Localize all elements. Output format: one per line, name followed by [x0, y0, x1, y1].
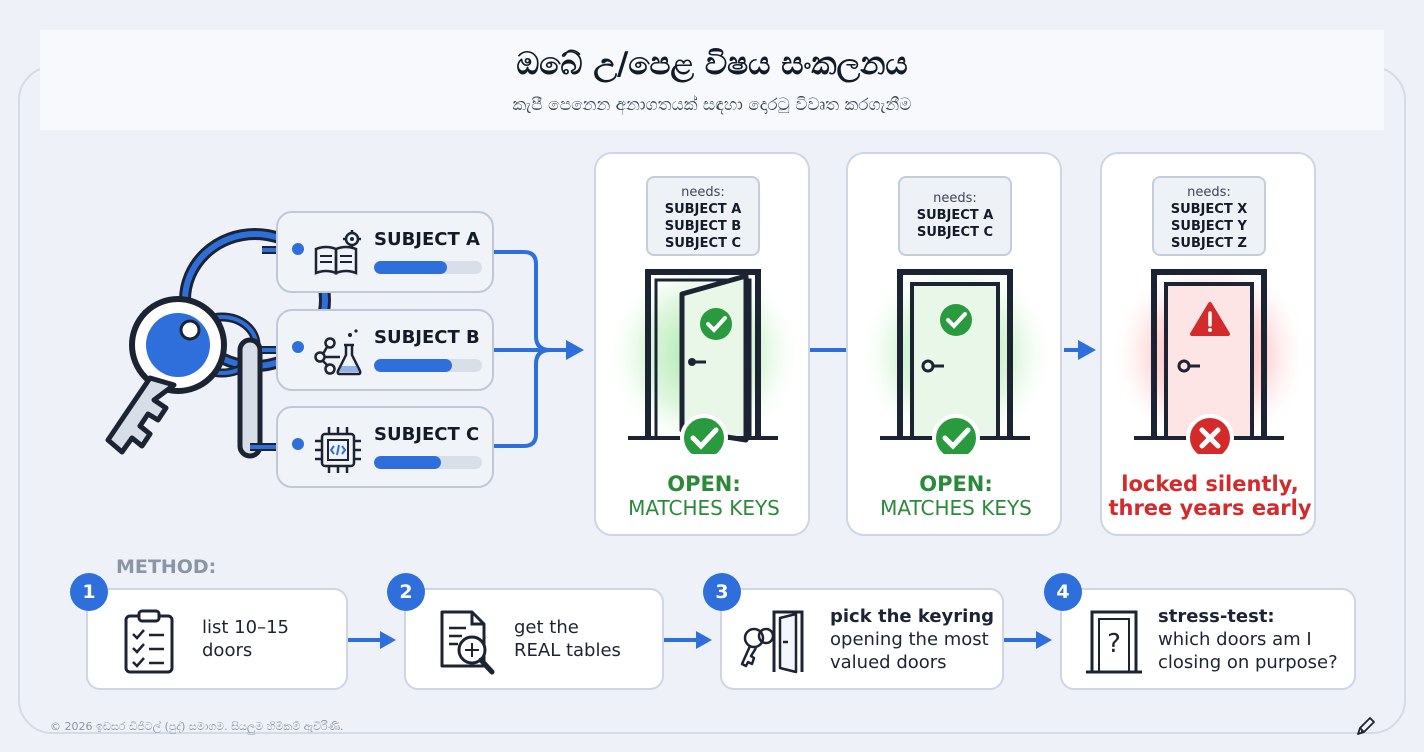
subject-progress-bar: [374, 359, 482, 372]
needs-item: SUBJECT X: [1170, 202, 1248, 217]
key-door-icon: [740, 610, 804, 674]
door-status: OPEN: MATCHES KEYS: [596, 472, 808, 520]
method-step-3: pick the keyring opening the most valued…: [720, 588, 1004, 690]
door-status-line1: OPEN:: [667, 472, 741, 496]
needs-item: SUBJECT Y: [1171, 219, 1247, 234]
step-number-3: 3: [703, 573, 741, 611]
step-number-2: 2: [387, 573, 425, 611]
panel-arrow-2: [1064, 340, 1096, 360]
molecule-flask-icon: [314, 329, 362, 376]
door-check-icon: [856, 254, 1056, 454]
subject-tag-c: SUBJECT C: [276, 406, 494, 488]
locked-door-icon: [1110, 254, 1310, 454]
needs-item: SUBJECT B: [664, 219, 742, 234]
method-arrow-2: [664, 631, 712, 649]
method-step-heading: stress-test:: [1158, 605, 1275, 627]
checklist-icon: [124, 609, 174, 674]
method-step-4: ? stress-test: which doors am I closing …: [1060, 588, 1356, 690]
door-status-line2: MATCHES KEYS: [880, 496, 1032, 520]
subject-tag-label: SUBJECT A: [374, 229, 480, 250]
step-number-1: 1: [70, 573, 108, 611]
subject-tag-label: SUBJECT B: [374, 327, 480, 348]
merge-arrow: [494, 250, 584, 448]
method-step-2: get the REAL tables: [404, 588, 664, 690]
door-status: OPEN: MATCHES KEYS: [848, 472, 1060, 520]
subject-progress-bar: [374, 456, 482, 469]
method-step-line: opening the most: [830, 628, 989, 650]
subject-progress-bar: [374, 261, 482, 274]
needs-heading: needs:: [1187, 185, 1231, 200]
door-panel-3: needs: SUBJECT X SUBJECT Y SUBJECT Z loc…: [1100, 152, 1316, 536]
method-step-text: list 10–15 doors: [202, 590, 289, 688]
needs-item: SUBJECT C: [664, 236, 742, 251]
needs-item: SUBJECT C: [916, 225, 994, 240]
method-step-line: get the: [514, 617, 579, 638]
door-status-line2: MATCHES KEYS: [628, 496, 780, 520]
door-status-line2: three years early: [1108, 496, 1312, 520]
door-panel-1: needs: SUBJECT A SUBJECT B SUBJECT C OPE…: [594, 152, 810, 536]
needs-item: SUBJECT Z: [1171, 236, 1247, 251]
method-arrow-1: [348, 631, 396, 649]
method-step-line: valued doors: [830, 651, 947, 673]
method-step-line: REAL tables: [514, 640, 621, 661]
subject-tag-label: SUBJECT C: [374, 424, 480, 445]
book-gear-icon: [314, 230, 361, 275]
needs-card: needs: SUBJECT A SUBJECT B SUBJECT C: [646, 176, 760, 256]
subject-progress-fill: [374, 359, 452, 372]
subject-tag-a: SUBJECT A: [276, 211, 494, 293]
method-step-line: list 10–15: [202, 617, 289, 638]
tag-hole: [292, 341, 304, 353]
document-magnifier-icon: [440, 610, 495, 675]
method-step-text: stress-test: which doors am I closing on…: [1158, 590, 1338, 688]
method-arrow-3: [1004, 631, 1052, 649]
pen-icon: [1357, 717, 1375, 735]
open-door-icon: [604, 254, 804, 454]
subject-progress-fill: [374, 261, 448, 274]
method-step-line: which doors am I: [1158, 628, 1312, 650]
method-step-text: pick the keyring opening the most valued…: [830, 590, 994, 688]
needs-heading: needs:: [933, 191, 977, 206]
needs-item: SUBJECT A: [916, 208, 994, 223]
method-step-heading: pick the keyring: [830, 605, 995, 627]
method-label: METHOD:: [116, 556, 217, 578]
chip-code-icon: [315, 427, 361, 473]
tag-hole: [292, 243, 304, 255]
step-number-4: 4: [1044, 573, 1082, 611]
door-panel-2: needs: SUBJECT A SUBJECT C OPEN: MATCHES…: [846, 152, 1062, 536]
method-step-text: get the REAL tables: [514, 590, 621, 688]
method-step-1: list 10–15 doors: [86, 588, 348, 690]
key-icon: [105, 296, 227, 455]
header-band: [40, 30, 1384, 130]
method-step-line: closing on purpose?: [1158, 651, 1338, 673]
door-status-line1: locked silently,: [1121, 472, 1299, 496]
page-title: ඔබේ උ/පෙළ විෂය සංකලනය: [516, 46, 908, 82]
needs-card: needs: SUBJECT X SUBJECT Y SUBJECT Z: [1152, 176, 1266, 256]
subject-progress-fill: [374, 456, 441, 469]
svg-text:?: ?: [1107, 629, 1121, 659]
subject-tag-b: SUBJECT B: [276, 309, 494, 391]
door-status-line1: OPEN:: [919, 472, 993, 496]
tag-hole: [292, 438, 304, 450]
door-status: locked silently, three years early: [1102, 472, 1314, 520]
method-step-line: doors: [202, 640, 253, 661]
copyright-footer: © 2026 ඉඩසර ඩිජිටල් (පුද්) සමාගම. සියලුම…: [50, 720, 344, 733]
needs-card: needs: SUBJECT A SUBJECT C: [898, 176, 1012, 256]
question-door-icon: ?: [1086, 610, 1142, 674]
needs-item: SUBJECT A: [664, 202, 742, 217]
page-subtitle: කැපී පෙනෙන අනාගතයක් සඳහා දොරටු විවෘත කරග…: [512, 95, 912, 115]
needs-heading: needs:: [681, 185, 725, 200]
